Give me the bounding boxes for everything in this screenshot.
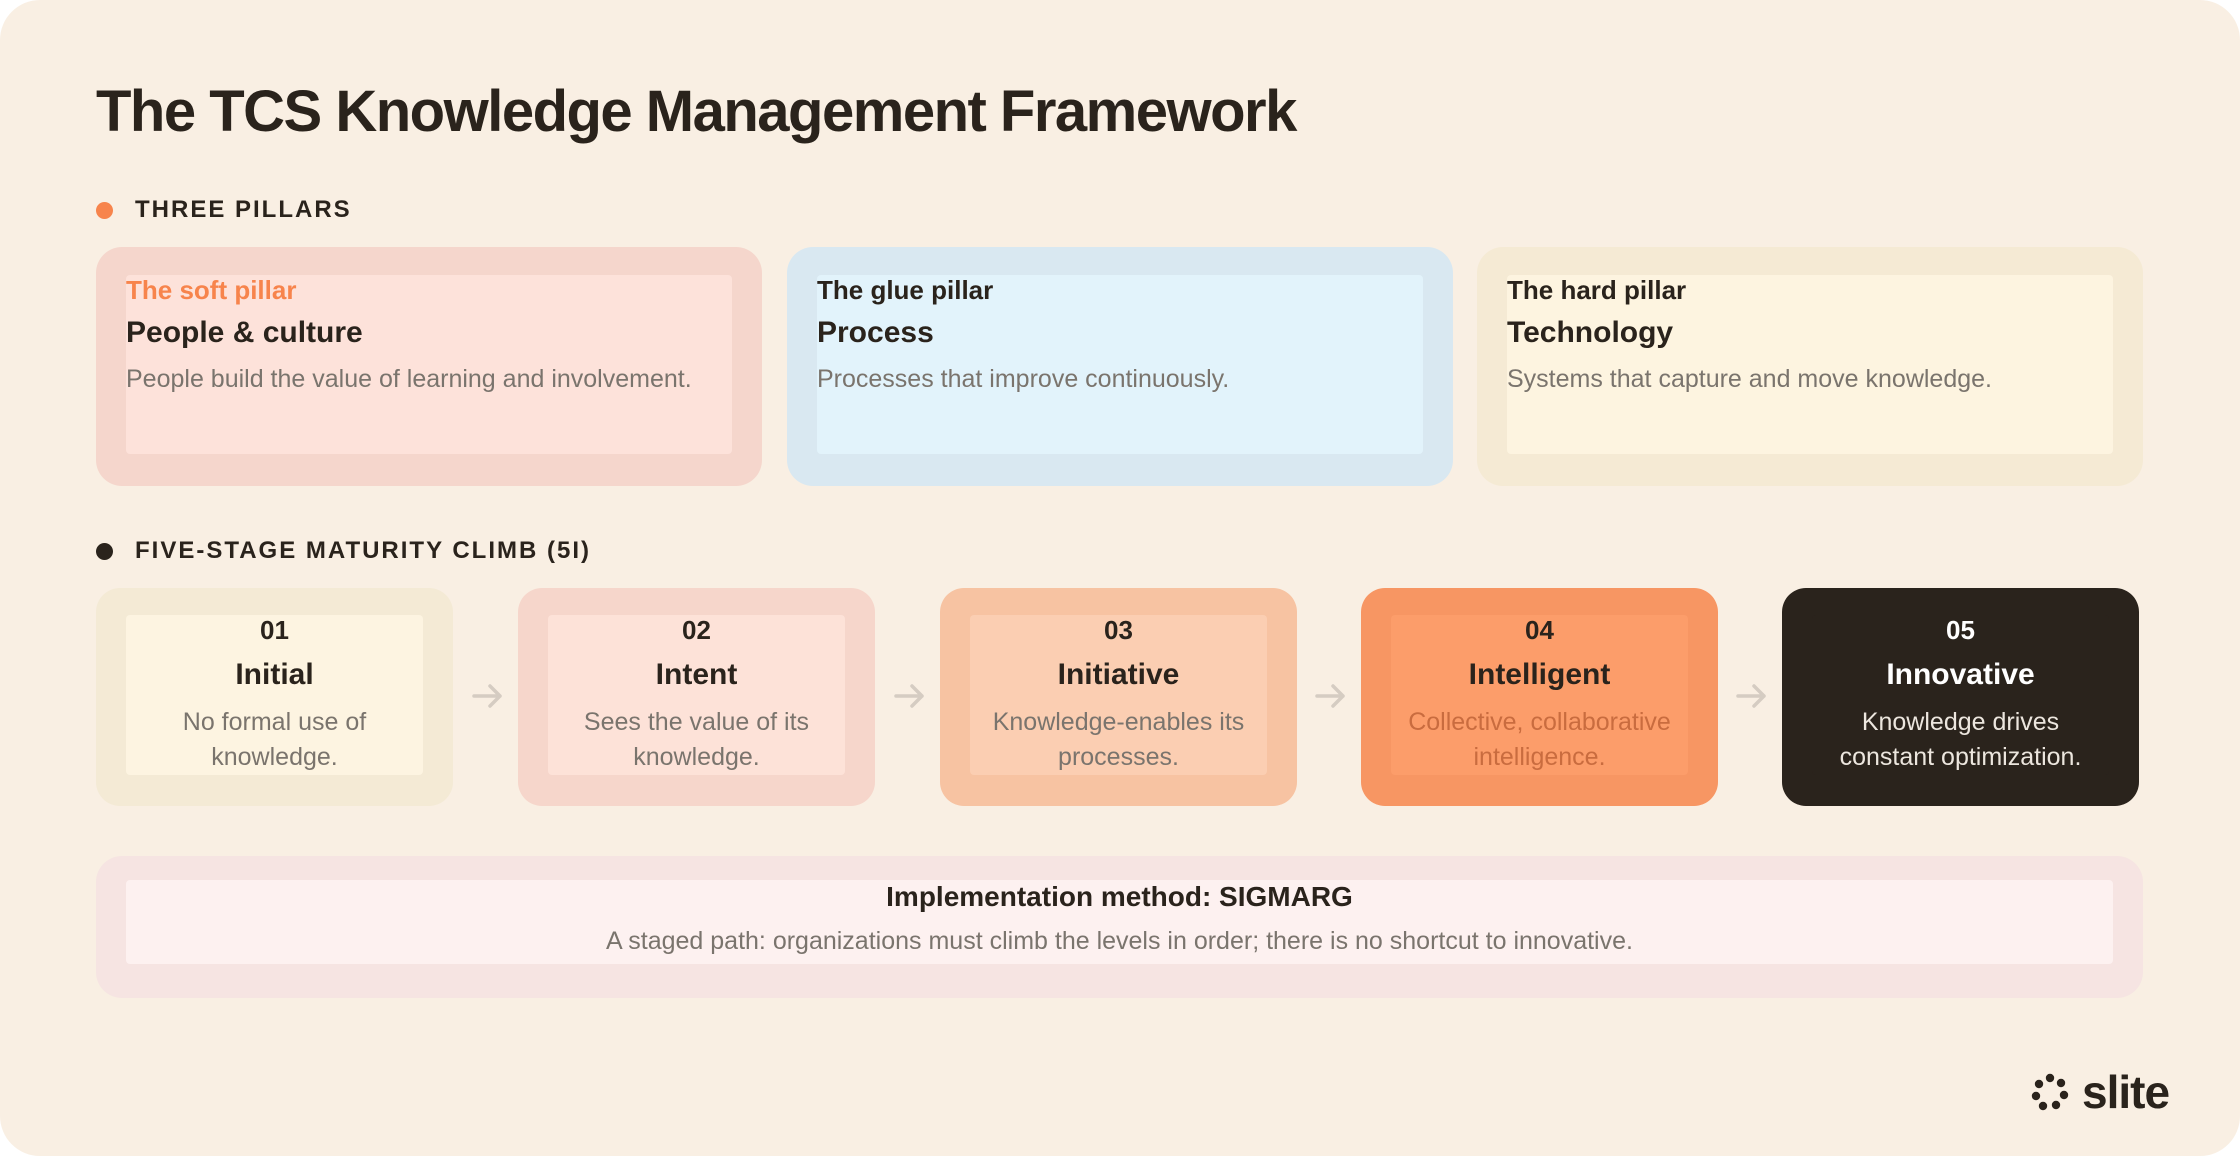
stage-description: Sees the value of its knowledge. <box>583 708 810 771</box>
stage-description: Collective, collaborative intelligence. <box>1408 708 1671 771</box>
orange-dot-icon <box>96 201 113 219</box>
section-label-pillars: THREE PILLARS <box>96 196 352 224</box>
stage-card-initial: 01 Initial No formal use of knowledge. <box>96 588 453 806</box>
stage-number: 04 <box>1525 615 1554 645</box>
pillar-tag: The glue pillar <box>817 275 994 305</box>
arrow-right-icon <box>1736 684 1766 708</box>
section-label-text: THREE PILLARS <box>135 196 352 223</box>
pillar-title: Process <box>817 316 934 349</box>
pillar-title: Technology <box>1507 316 1674 349</box>
logo-wordmark: slite <box>2082 1066 2170 1118</box>
pillar-card-body: The soft pillar People & culture People … <box>126 275 732 454</box>
stage-title: Intelligent <box>1468 658 1611 691</box>
pillar-tag: The hard pillar <box>1507 275 1687 305</box>
section-label-stages: FIVE-STAGE MATURITY CLIMB (5I) <box>96 537 591 565</box>
stage-title: Innovative <box>1886 658 2035 691</box>
stage-number: 01 <box>260 615 289 645</box>
dark-dot-icon <box>96 542 113 560</box>
stage-card-body: 02 Intent Sees the value of its knowledg… <box>548 615 845 775</box>
stage-title: Intent <box>655 658 738 691</box>
stage-title: Initial <box>235 658 314 691</box>
stage-description: Knowledge drives constant optimization. <box>1839 708 2082 771</box>
pillar-tag: The soft pillar <box>126 275 297 305</box>
slite-logo-icon <box>2031 1073 2069 1111</box>
page-title: The TCS Knowledge Management Framework <box>96 79 1297 144</box>
stage-card-initiative: 03 Initiative Knowledge-enables its proc… <box>940 588 1297 806</box>
stage-description: Knowledge-enables its processes. <box>992 708 1245 771</box>
pillar-description: People build the value of learning and i… <box>126 365 692 393</box>
arrow-right-icon <box>894 684 924 708</box>
pillar-card-body: The glue pillar Process Processes that i… <box>817 275 1423 454</box>
pillar-card-body: The hard pillar Technology Systems that … <box>1507 275 2113 454</box>
stage-card-intent: 02 Intent Sees the value of its knowledg… <box>518 588 875 806</box>
arrow-right-icon <box>1315 684 1345 708</box>
section-label-text: FIVE-STAGE MATURITY CLIMB (5I) <box>135 537 591 564</box>
arrow-right-icon <box>472 684 502 708</box>
stage-number: 02 <box>682 615 711 645</box>
stage-card-innovative: 05 Innovative Knowledge drives constant … <box>1782 588 2139 806</box>
method-title: Implementation method: SIGMARG <box>886 881 1353 912</box>
stage-card-body: 01 Initial No formal use of knowledge. <box>126 615 423 775</box>
stage-card-body: 03 Initiative Knowledge-enables its proc… <box>970 615 1267 775</box>
stage-number: 05 <box>1946 615 1975 645</box>
stage-card-body: 04 Intelligent Collective, collaborative… <box>1391 615 1688 775</box>
pillar-description: Systems that capture and move knowledge. <box>1507 365 1992 393</box>
stage-card-intelligent: 04 Intelligent Collective, collaborative… <box>1361 588 1718 806</box>
stage-card-body: 05 Innovative Knowledge drives constant … <box>1812 615 2109 775</box>
pillar-description: Processes that improve continuously. <box>817 365 1230 393</box>
pillar-card-people: The soft pillar People & culture People … <box>96 247 762 486</box>
stage-number: 03 <box>1104 615 1133 645</box>
slite-logo: slite <box>2030 1066 2170 1118</box>
pillar-card-technology: The hard pillar Technology Systems that … <box>1477 247 2143 486</box>
implementation-method-card: Implementation method: SIGMARG A staged … <box>96 856 2143 998</box>
method-card-body: Implementation method: SIGMARG A staged … <box>126 880 2113 964</box>
stage-description: No formal use of knowledge. <box>182 708 367 771</box>
pillar-title: People & culture <box>126 316 363 349</box>
pillar-card-process: The glue pillar Process Processes that i… <box>787 247 1453 486</box>
stage-title: Initiative <box>1057 658 1180 691</box>
method-description: A staged path: organizations must climb … <box>606 927 1633 955</box>
